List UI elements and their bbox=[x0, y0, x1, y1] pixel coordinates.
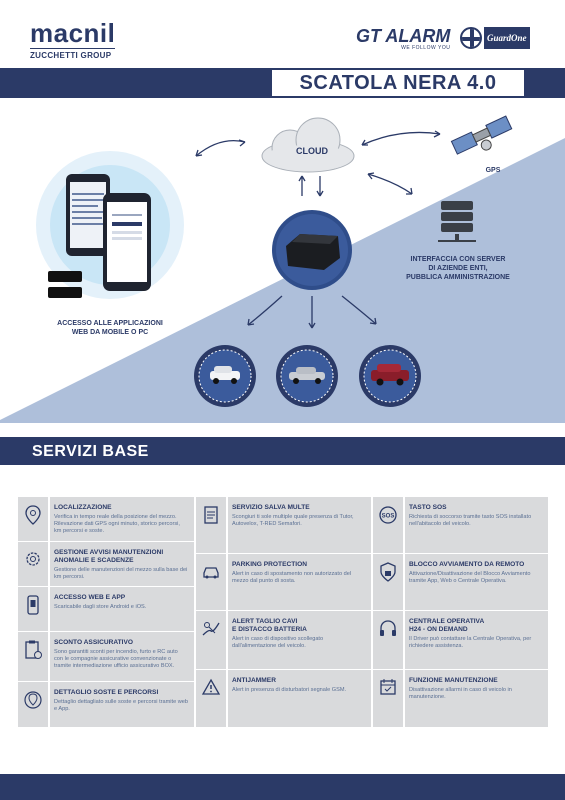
service-card: LOCALIZZAZIONE Verifica in tempo reale de… bbox=[18, 497, 194, 541]
system-diagram: CLOUD GPS INTERFACCIA CON SERVER DI AZIE… bbox=[0, 98, 565, 423]
service-desc: Alert in caso di spostamento non autoriz… bbox=[232, 571, 352, 584]
satellite-icon bbox=[450, 115, 513, 155]
service-title: ANTIJAMMER bbox=[232, 677, 276, 684]
arrow-cloud-server bbox=[367, 173, 413, 195]
guardone-logo-name: GuardOne bbox=[484, 27, 530, 49]
service-card: SOS TASTO SOS Richiesta di soccorso trami… bbox=[373, 497, 548, 553]
service-desc: Alert in presenza di disturbatori segnal… bbox=[232, 687, 347, 693]
macnil-logo-name: macnil bbox=[30, 18, 116, 48]
service-card: SCONTO ASSICURATIVO Sono garantiti sconti… bbox=[18, 632, 194, 681]
car-circle-right bbox=[359, 345, 421, 407]
gt-alarm-tagline: WE FOLLOW YOU bbox=[401, 45, 451, 51]
location-pin-icon bbox=[18, 497, 48, 541]
gear-icon bbox=[18, 542, 48, 586]
service-title: GESTIONE AVVISI MANUTENZIONI ANOMALIE E … bbox=[54, 549, 164, 564]
service-desc: Il Driver può contattare la Centrale Ope… bbox=[409, 636, 532, 649]
service-title: ALERT TAGLIO CAVI E DISTACCO BATTERIA bbox=[232, 618, 307, 633]
service-card: ALERT TAGLIO CAVI E DISTACCO BATTERIA Ale… bbox=[196, 611, 371, 669]
service-card: PARKING PROTECTION Alert in caso di spost… bbox=[196, 554, 371, 610]
arrow-cloud-box-down bbox=[316, 176, 324, 197]
service-desc: Sono garantiti sconti per incendio, furt… bbox=[54, 649, 178, 669]
calendar-icon bbox=[373, 670, 403, 727]
apps-label: ACCESSO ALLE APPLICAZIONI WEB DA MOBILE … bbox=[57, 320, 163, 336]
service-desc: Scongiuri ti sole multiple quale presenz… bbox=[232, 514, 354, 527]
service-title: BLOCCO AVVIAMENTO DA REMOTO bbox=[409, 561, 525, 568]
warning-icon bbox=[196, 670, 226, 727]
diagonal-background bbox=[0, 138, 565, 423]
gt-alarm-logo-name: GT ALARM bbox=[356, 26, 451, 46]
guardone-logo: GuardOne bbox=[460, 26, 530, 50]
service-title: TASTO SOS bbox=[409, 504, 447, 511]
macnil-logo: macnil ZUCCHETTI GROUP bbox=[30, 18, 116, 60]
service-desc: Gestione delle manutenzioni del mezzo su… bbox=[54, 567, 188, 580]
globe-icon bbox=[460, 27, 482, 49]
service-title: ACCESSO WEB E APP bbox=[54, 594, 126, 601]
service-title: DETTAGLIO SOSTE E PERCORSI bbox=[54, 689, 159, 696]
google-play-badge bbox=[48, 287, 82, 298]
document-icon bbox=[196, 497, 226, 553]
cloud-icon bbox=[261, 117, 355, 173]
engine-lock-icon bbox=[373, 554, 403, 610]
phone-icon-right bbox=[103, 193, 151, 291]
service-desc: Alert in caso di dispositivo scollegato … bbox=[232, 636, 324, 649]
cut-cable-icon bbox=[196, 611, 226, 669]
arrow-phones-cloud bbox=[195, 139, 246, 157]
arrow-box-car-right bbox=[341, 295, 377, 325]
phone-icon bbox=[18, 587, 48, 631]
service-desc: Scaricabile dagli store Android e iOS. bbox=[54, 604, 147, 610]
diagram-graphics bbox=[0, 115, 565, 423]
service-title: FUNZIONE MANUTENZIONE bbox=[409, 677, 498, 684]
service-desc: Verifica in tempo reale della posizione … bbox=[54, 514, 180, 534]
service-desc: Disattivazione allarmi in caso di veicol… bbox=[409, 687, 512, 700]
server-icon bbox=[438, 201, 476, 242]
service-card: BLOCCO AVVIAMENTO DA REMOTO Attivazione/D… bbox=[373, 554, 548, 610]
phone-icon-left bbox=[66, 174, 110, 256]
service-card: GESTIONE AVVISI MANUTENZIONI ANOMALIE E … bbox=[18, 542, 194, 586]
gps-label: GPS bbox=[485, 167, 501, 174]
headset-icon bbox=[373, 611, 403, 669]
page-title: SCATOLA NERA 4.0 bbox=[299, 71, 497, 94]
service-title: LOCALIZZAZIONE bbox=[54, 504, 112, 511]
section-title: SERVIZI BASE bbox=[32, 443, 149, 460]
connection-arrows bbox=[195, 130, 441, 329]
service-title: CENTRALE OPERATIVA H24 - ON DEMAND bbox=[409, 618, 485, 633]
car-circle-middle bbox=[276, 345, 338, 407]
services-grid: LOCALIZZAZIONE Verifica in tempo reale de… bbox=[18, 497, 548, 727]
sos-icon: SOS bbox=[373, 497, 403, 553]
black-box-device bbox=[272, 210, 352, 290]
footer-bar bbox=[0, 774, 565, 800]
service-card: ACCESSO WEB E APP Scaricabile dagli store… bbox=[18, 587, 194, 631]
parking-car-icon bbox=[196, 554, 226, 610]
service-title: PARKING PROTECTION bbox=[232, 561, 307, 568]
service-card: DETTAGLIO SOSTE E PERCORSI Dettaglio dett… bbox=[18, 682, 194, 727]
server-label: INTERFACCIA CON SERVER DI AZIENDE ENTI, … bbox=[406, 256, 510, 281]
service-card: SERVIZIO SALVA MULTE Scongiuri ti sole mu… bbox=[196, 497, 371, 553]
app-store-badge bbox=[48, 271, 82, 282]
arrow-cloud-box-up bbox=[298, 175, 306, 196]
service-title: SERVIZIO SALVA MULTE bbox=[232, 504, 310, 511]
arrow-cloud-gps bbox=[361, 131, 441, 146]
service-desc: Richiesta di soccorso tramite tasto SOS … bbox=[409, 514, 532, 527]
route-pin-icon bbox=[18, 682, 48, 727]
arrow-box-car-left bbox=[247, 295, 283, 326]
svg-text:SOS: SOS bbox=[382, 514, 395, 520]
clipboard-icon bbox=[18, 632, 48, 681]
service-title: SCONTO ASSICURATIVO bbox=[54, 639, 134, 646]
section-title-bar: SERVIZI BASE bbox=[0, 437, 565, 465]
gt-alarm-logo: GT ALARM WE FOLLOW YOU bbox=[356, 27, 450, 51]
service-card: FUNZIONE MANUTENZIONE Disattivazione alla… bbox=[373, 670, 548, 727]
cloud-label: CLOUD bbox=[296, 146, 328, 156]
macnil-logo-sub: ZUCCHETTI GROUP bbox=[30, 48, 116, 60]
arrow-box-car-middle bbox=[308, 296, 316, 329]
service-card: CENTRALE OPERATIVA H24 - ON DEMAND Il Dri… bbox=[373, 611, 548, 669]
service-desc: Dettaglio dettagliato sulle soste e perc… bbox=[54, 699, 189, 712]
service-card: ANTIJAMMER Alert in presenza di disturbat… bbox=[196, 670, 371, 727]
service-desc: Attivazione/Disattivazione del Blocco Av… bbox=[409, 571, 531, 584]
page-title-box: SCATOLA NERA 4.0 bbox=[272, 70, 524, 96]
car-circle-left bbox=[194, 345, 256, 407]
